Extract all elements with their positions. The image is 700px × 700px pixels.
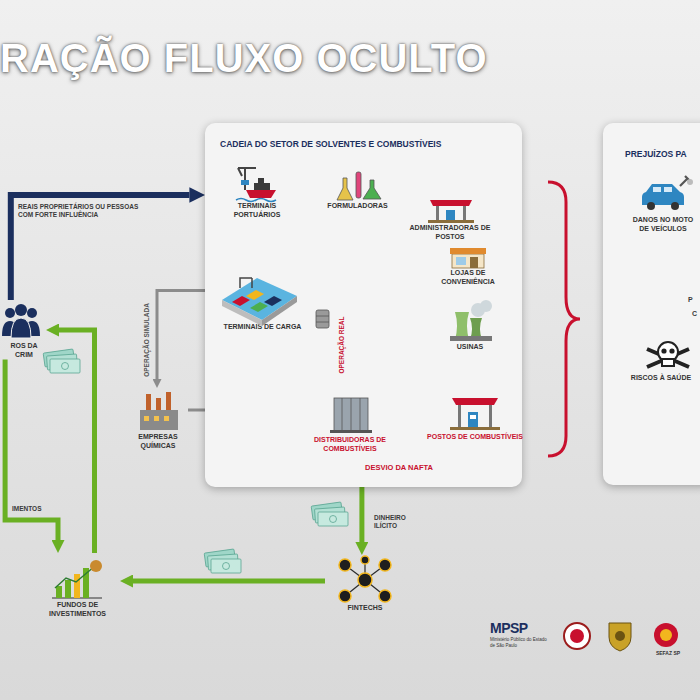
flask-icon [337, 172, 381, 200]
node-caption: FUNDOS DE INVESTIMENTOS [35, 601, 120, 619]
logo-badges [564, 623, 678, 651]
cropped-caption: P [688, 296, 698, 305]
actor-node: POSTOS DE COMBUSTÍVEIS [425, 392, 525, 442]
logo-text: MPSP [490, 620, 550, 638]
edge-label: OPERAÇÃO REAL [338, 314, 346, 375]
node-caption: RISCOS À SAÚDE [625, 374, 697, 383]
node-caption: DANOS NO MOTO DE VEÍCULOS [628, 216, 698, 234]
node-caption: FINTECHS [325, 604, 405, 613]
node-caption: FORMULADORAS [320, 202, 395, 211]
actor-node: ROS DA CRIM [2, 300, 46, 360]
edge-label: DINHEIRO ILÍCITO [374, 514, 424, 530]
actor-node: FUNDOS DE INVESTIMENTOS [35, 553, 120, 619]
cropped-caption: C [692, 310, 700, 319]
factory-icon [140, 392, 178, 430]
panel-heading: PREJUÍZOS PA [625, 149, 700, 160]
flow-arrow [5, 360, 58, 541]
flow-note: DESVIO DA NAFTA [365, 463, 475, 472]
node-caption: ADMINISTRADORAS DE POSTOS [405, 224, 495, 242]
diagram-title: RAÇÃO FLUXO OCULTO [0, 36, 488, 81]
money-icon [311, 502, 348, 526]
actor-node: RISCOS À SAÚDE [625, 334, 697, 383]
investment-chart-icon [52, 560, 102, 598]
actor-node: TERMINAIS DE CARGA [220, 273, 305, 332]
actor-node: DISTRIBUIDORAS DE COMBUSTÍVEIS [300, 392, 400, 454]
node-caption: DISTRIBUIDORAS DE COMBUSTÍVEIS [300, 436, 400, 454]
skull-icon [647, 342, 689, 367]
flow-arrow [359, 487, 364, 542]
money-icon [43, 349, 80, 373]
node-caption: USINAS [435, 343, 505, 352]
logo-text: Ministério Público do Estado de São Paul… [490, 637, 548, 648]
node-caption: EMPRESAS QUÍMICAS [128, 433, 188, 451]
node-caption: POSTOS DE COMBUSTÍVEIS [425, 433, 525, 442]
flow-arrow [59, 330, 95, 553]
actor-node: EMPRESAS QUÍMICAS [128, 388, 188, 451]
actor-node: TERMINAIS PORTUÁRIOS [222, 160, 292, 220]
panel-heading: CADEIA DO SETOR DE SOLVENTES E COMBUSTÍV… [220, 139, 510, 150]
node-caption: LOJAS DE CONVENIÊNCIA [428, 269, 508, 287]
power-plant-icon [450, 300, 492, 341]
fintech-network-icon [339, 556, 391, 602]
flow-arrow [11, 195, 190, 300]
node-caption: ROS DA CRIM [2, 342, 46, 360]
distributor-icon [330, 398, 372, 433]
money-icon [204, 549, 241, 573]
actor-node: ADMINISTRADORAS DE POSTOS [405, 194, 495, 242]
people-icon [2, 304, 40, 338]
edge-label: IMENTOS [12, 505, 52, 513]
actor-node: USINAS [435, 300, 505, 352]
actor-node: FINTECHS [325, 555, 405, 613]
node-caption: TERMINAIS DE CARGA [220, 323, 305, 332]
actor-node: DANOS NO MOTO DE VEÍCULOS [628, 176, 698, 234]
gas-station-icon [450, 398, 500, 430]
actor-node: LOJAS DE CONVENIÊNCIA [428, 246, 508, 287]
edge-label: OPERAÇÃO SIMULADA [143, 301, 151, 379]
edge-label: REAIS PROPRIETÁRIOS OU PESSOAS COM FORTE… [18, 203, 146, 219]
port-icon [236, 168, 276, 202]
group-panel: CADEIA DO SETOR DE SOLVENTES E COMBUSTÍV… [205, 123, 522, 487]
bracket [548, 182, 580, 456]
actor-node: FORMULADORAS [320, 168, 395, 211]
store-icon [450, 248, 486, 268]
gas-station-icon [428, 200, 474, 223]
damaged-car-icon [642, 176, 693, 210]
flow-arrow [133, 579, 325, 584]
barrel-icon [316, 310, 329, 328]
group-panel: PREJUÍZOS PA DANOS NO MOTO DE VEÍCULOS RIS… [603, 123, 700, 485]
logo-text: SEFAZ SP [648, 650, 688, 656]
node-caption: TERMINAIS PORTUÁRIOS [222, 202, 292, 220]
cargo-terminal-icon [222, 278, 297, 326]
